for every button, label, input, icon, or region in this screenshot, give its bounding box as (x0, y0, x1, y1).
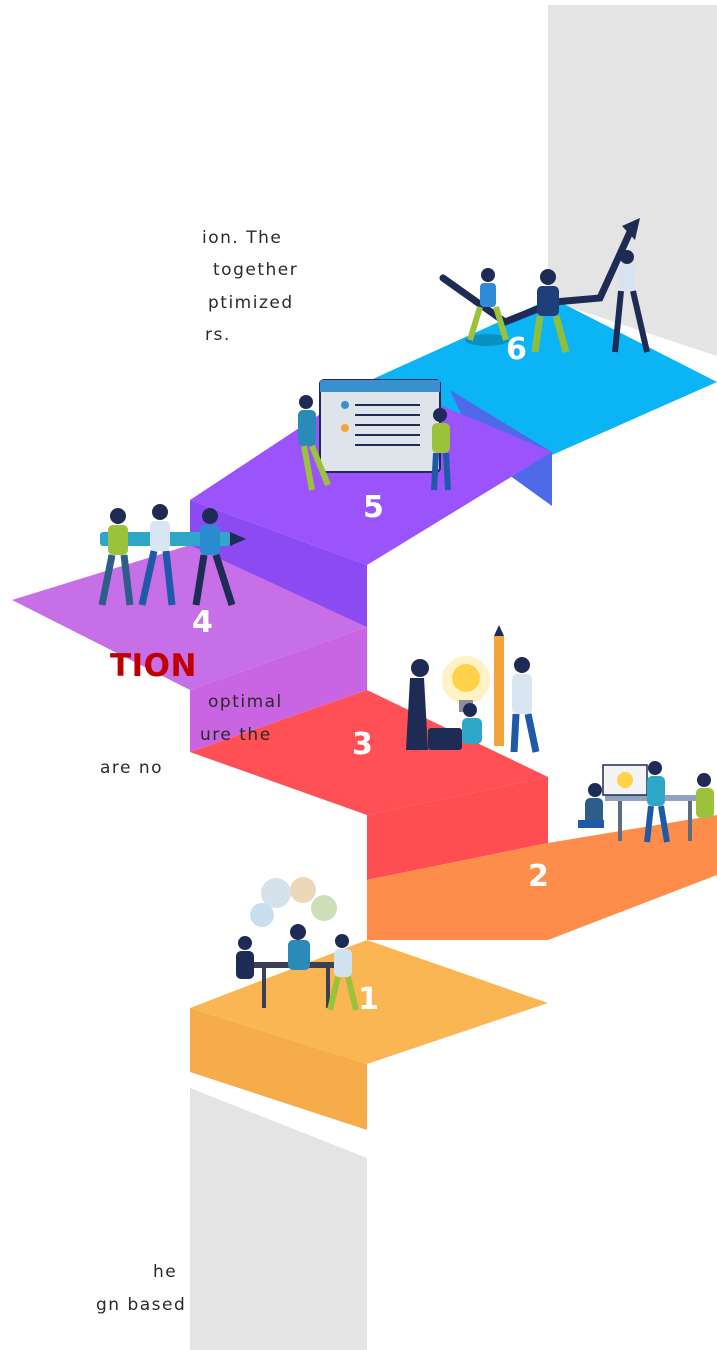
top-paragraph-line-3: ptimized (208, 293, 294, 313)
step-number-1: 1 (358, 982, 379, 1017)
top-paragraph-line-2: together (213, 260, 299, 280)
growth-arrow-head (622, 218, 640, 240)
step-6-top (375, 298, 717, 455)
step-4-front (190, 627, 367, 752)
step-3-top (190, 690, 548, 815)
top-wall-panel (548, 5, 717, 356)
team-carrying-pencil-illustration (98, 504, 246, 607)
middle-paragraph-line-3: are no (100, 758, 164, 778)
top-paragraph-line-1: ion. The (202, 228, 283, 248)
step-number-3: 3 (352, 727, 373, 762)
middle-paragraph-line-1: optimal (208, 692, 283, 712)
step-3-front (367, 777, 548, 880)
step-5-front (190, 500, 367, 627)
bottom-wall-panel (190, 1088, 367, 1350)
bottom-paragraph-line-2: gn based (96, 1295, 187, 1315)
idea-lightbulb-illustration (406, 625, 540, 753)
top-paragraph-line-4: rs. (205, 325, 231, 345)
step-1-front (190, 1008, 367, 1130)
bottom-paragraph-line-1: he (153, 1262, 178, 1282)
section-heading: TION (110, 648, 197, 684)
speech-bubble (261, 878, 291, 908)
team-meeting-illustration (236, 877, 359, 1011)
step-number-5: 5 (363, 490, 384, 525)
step-2-top (367, 815, 717, 940)
step-number-4: 4 (192, 605, 213, 640)
step-number-6: 6 (506, 332, 527, 367)
step-1-top (190, 940, 548, 1064)
middle-paragraph-line-2: ure the (200, 725, 272, 745)
team-brainstorm-illustration (578, 761, 714, 843)
step-4-top (12, 545, 367, 690)
step-number-2: 2 (528, 859, 549, 894)
presentation-board-illustration (298, 379, 451, 491)
growth-arrow-illustration (439, 218, 650, 353)
